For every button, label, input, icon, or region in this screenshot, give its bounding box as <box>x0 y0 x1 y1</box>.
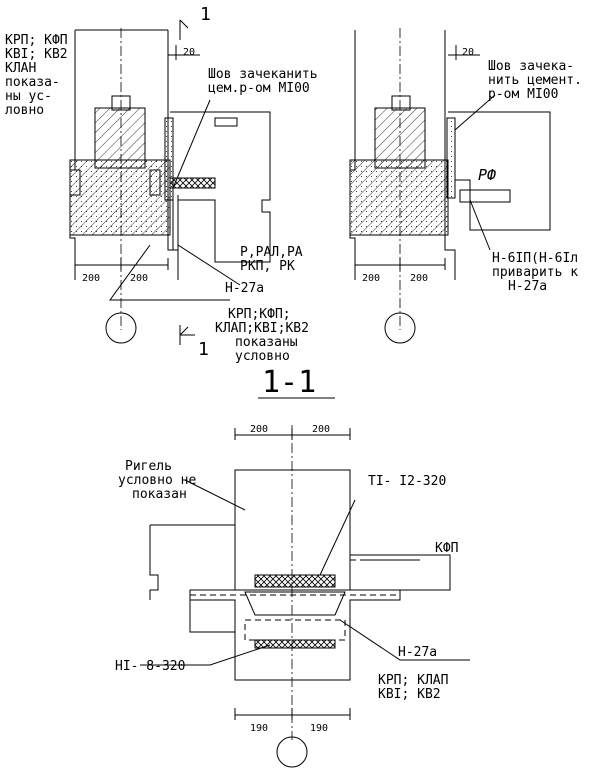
section-title: 1-1 <box>262 365 316 400</box>
section-mark-bottom: 1 <box>198 339 209 360</box>
detail-top-right <box>349 28 551 344</box>
axis-bubble-left <box>105 312 137 344</box>
weld-note-3: Н-27а <box>508 279 547 294</box>
seam-note-right-1: Шов зачека- <box>488 59 574 74</box>
dim-bot-right: 190 <box>310 723 328 734</box>
panel-right-right <box>448 111 551 231</box>
crossbar-top-right <box>374 107 426 169</box>
note-left-1: КРП; КФП <box>5 33 68 48</box>
beam-label-2: РКП, РК <box>240 259 295 274</box>
rigel-note-2: условно не <box>118 473 196 488</box>
plate-top-label: ТI- I2-320 <box>368 474 446 489</box>
axis-bubble-right <box>384 312 416 344</box>
panel-label-2: КВI; КВ2 <box>378 687 441 702</box>
embed-label-left: Н-27а <box>225 281 264 296</box>
embed-plate-right <box>459 189 511 203</box>
dim-gap-left: 20 <box>183 47 195 58</box>
seam-note-left-1: Шов зачеканить <box>208 67 318 82</box>
note-left-2: КВI; КВ2 <box>5 47 68 62</box>
dim-left-2: 200 <box>130 273 148 284</box>
seam-note-right-3: р-ом МI00 <box>488 87 558 102</box>
dim-left-1: 200 <box>82 273 100 284</box>
seam-note-right-2: нить цемент. <box>488 73 582 88</box>
note-left-5: ны ус- <box>5 89 52 104</box>
note-bottom-4: условно <box>235 349 290 364</box>
plate-bottom <box>254 639 336 649</box>
panel-kfp-label: КФП <box>435 541 458 556</box>
detail-top-left <box>69 19 271 345</box>
seam-note-left-2: цем.р-ом МI00 <box>208 81 310 96</box>
panel-right-left <box>170 111 271 263</box>
panel-label-1: КРП; КЛАП <box>378 673 448 688</box>
note-left-3: КЛАН <box>5 61 36 76</box>
rigel-note-1: Ригель <box>125 459 172 474</box>
note-left-4: показа- <box>5 75 60 90</box>
seam-right <box>446 117 456 199</box>
dim-top-right: 200 <box>312 424 330 435</box>
dim-gap-right: 20 <box>462 47 474 58</box>
section-1-1 <box>140 397 470 768</box>
weld-note-2: приварить к <box>492 265 578 280</box>
crossbar-top-left <box>94 107 146 169</box>
plate-bottom-label: НI- 8-320 <box>115 659 185 674</box>
note-bottom-3: показаны <box>235 335 298 350</box>
note-bottom-1: КРП;КФП; <box>228 307 291 322</box>
dim-right-2: 200 <box>410 273 428 284</box>
dim-top-left: 200 <box>250 424 268 435</box>
dim-bot-left: 190 <box>250 723 268 734</box>
note-bottom-2: КЛАП;КВI;КВ2 <box>215 321 309 336</box>
note-left-6: ловно <box>5 103 44 118</box>
weld-note-1: Н-6IП(Н-6Iл <box>492 251 578 266</box>
beam-label-rf: РФ <box>478 166 496 184</box>
embed-label-bottom: Н-27а <box>398 645 437 660</box>
labels: 1 1 20 20 КРП; КФП КВI; КВ2 КЛАН показа-… <box>5 4 582 734</box>
dim-right-1: 200 <box>362 273 380 284</box>
plate-top <box>254 574 336 588</box>
column-section <box>234 469 351 591</box>
rigel-note-3: показан <box>132 487 187 502</box>
section-mark-top: 1 <box>200 4 211 25</box>
embed-section <box>244 591 346 616</box>
axis-bubble-bottom <box>276 736 308 768</box>
seam-left <box>164 117 174 201</box>
beam-label-1: Р,РАЛ,РА <box>240 245 303 260</box>
section-arrow-top <box>179 19 189 40</box>
beam-section <box>189 589 401 681</box>
